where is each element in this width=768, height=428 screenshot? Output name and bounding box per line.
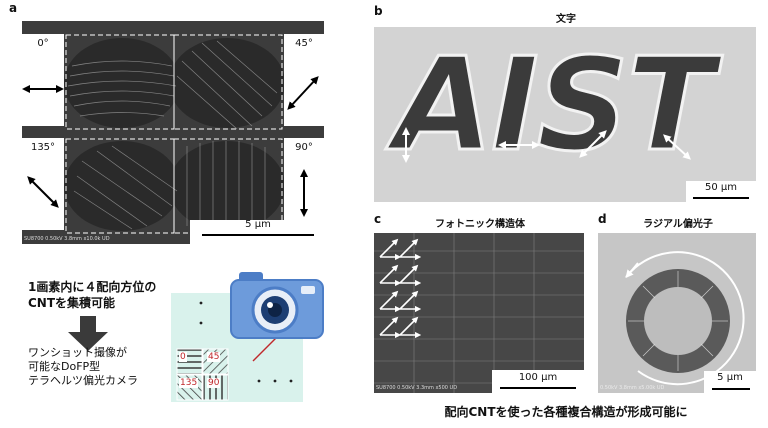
sem-texture-c — [374, 233, 584, 393]
panel-label-b: b — [374, 4, 383, 18]
pixel-label-135: 135 — [179, 378, 199, 388]
arrow-135 — [27, 176, 59, 208]
panel-label-d: d — [598, 212, 607, 226]
sem-image-a: 0° 45° 135° 90° SU8700 0.50kV 3.8mm x10.… — [22, 21, 324, 244]
integration-message: 1画素内に４配向方位の CNTを集積可能 — [28, 280, 157, 310]
scalebar-a: 5 µm — [190, 219, 324, 244]
sem-texture-d — [598, 233, 756, 393]
sem-image-d: 0.50kV 3.8mm x5.00k UD 5 µm — [598, 233, 756, 393]
panel-b-title: 文字 — [556, 14, 576, 25]
scalebar-b: 50 µm — [686, 181, 756, 202]
down-arrow-icon — [68, 316, 108, 351]
panel-c-title: フォトニック構造体 — [435, 219, 525, 230]
pixel-label-90: 90 — [207, 378, 221, 388]
arrow-45 — [287, 76, 319, 110]
sem-texture-a — [22, 21, 324, 244]
angle-label-45: 45° — [295, 38, 313, 49]
direction-arrows-a — [22, 76, 319, 217]
sem-texture-b — [374, 27, 756, 202]
sem-footer-c: SU8700 0.50kV 3.3mm x500 UD — [376, 385, 458, 391]
sem-image-c: SU8700 0.50kV 3.3mm x500 UD 100 µm — [374, 233, 584, 393]
camera-description: ワンショット撮像が 可能なDoFP型 テラヘルツ偏光カメラ — [28, 346, 138, 387]
sem-footer-d: 0.50kV 3.8mm x5.00k UD — [600, 385, 665, 391]
camera-icon — [230, 272, 324, 339]
angle-label-0: 0° — [37, 38, 49, 49]
sem-image-b: AIST 50 µm — [374, 27, 756, 202]
panel-label-c: c — [374, 212, 382, 226]
scalebar-d: 5 µm — [704, 371, 756, 393]
pixel-label-0: 0 — [179, 352, 187, 362]
angle-box-0: 0° — [22, 34, 64, 126]
scalebar-c: 100 µm — [492, 370, 584, 393]
direction-arrows-b — [402, 127, 691, 163]
panel-label-a: a — [9, 1, 18, 15]
sem-footer-a: SU8700 0.50kV 3.8mm x10.0k UD — [24, 236, 110, 242]
aist-letters: AIST — [393, 30, 716, 182]
angle-label-135: 135° — [30, 142, 56, 153]
figure-caption: 配向CNTを使った各種複合構造が形成可能に — [444, 405, 688, 419]
pixel-label-45: 45 — [207, 352, 221, 362]
panel-d-title: ラジアル偏光子 — [643, 219, 713, 230]
angle-label-90: 90° — [295, 142, 313, 153]
